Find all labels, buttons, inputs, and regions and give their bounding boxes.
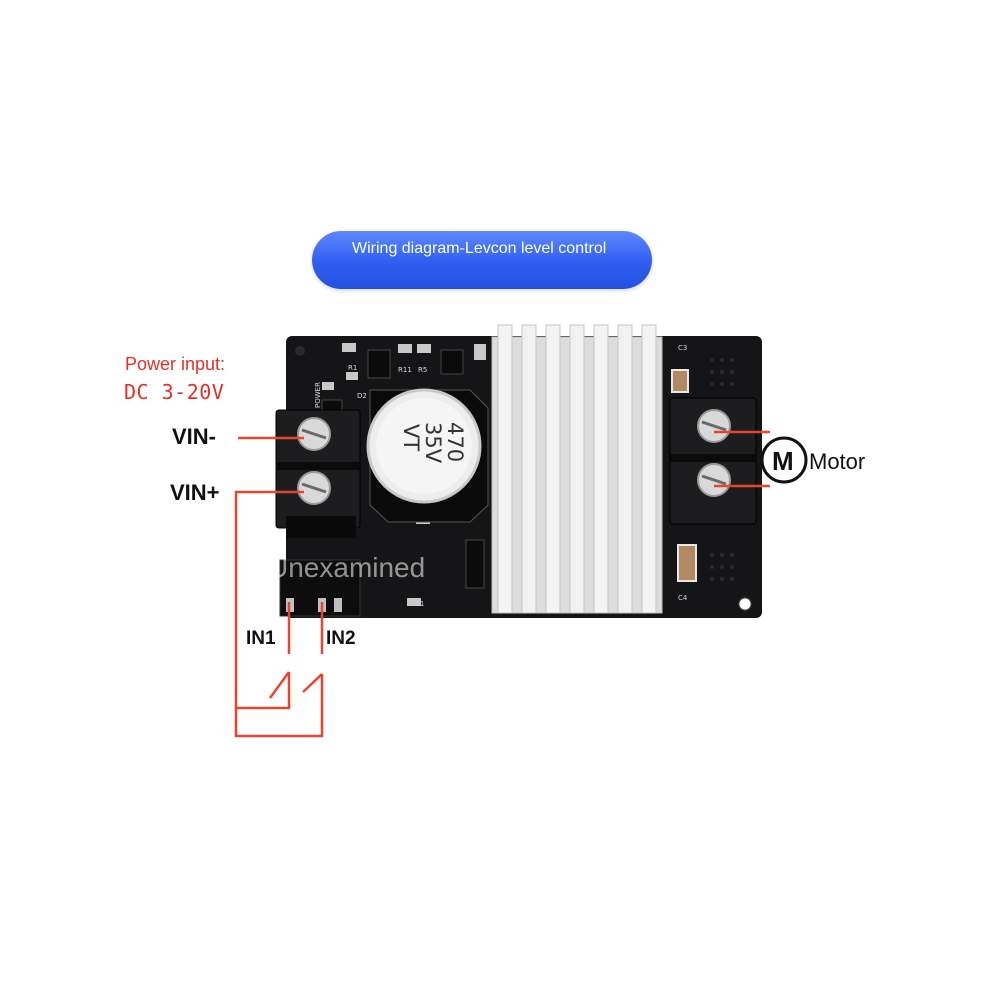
silk-c4: C4 — [678, 594, 688, 602]
capacitor-voltage: 35V — [421, 422, 445, 464]
pcb-texture — [710, 358, 734, 581]
input-header — [279, 559, 361, 617]
terminal-block-power — [275, 409, 361, 538]
vin-minus-label: VIN- — [172, 424, 216, 449]
diagram-title: Wiring diagram-Levcon level control — [352, 240, 607, 257]
wire-vin-plus — [234, 490, 324, 738]
terminal-block-motor — [669, 397, 757, 525]
silk-c3: C3 — [678, 344, 687, 352]
silk-l1: L1 — [416, 600, 424, 608]
silk-d2: D2 — [357, 392, 367, 400]
in2-label: IN2 — [326, 628, 356, 649]
power-input-title: Power input: — [125, 354, 226, 374]
motor-icon — [760, 436, 808, 484]
mount-hole — [738, 597, 752, 611]
capacitor-code: VT — [399, 424, 423, 451]
heatsink — [491, 324, 663, 614]
capacitor-value: 470 — [443, 422, 467, 462]
silk-r5: R5 — [418, 366, 427, 374]
mount-hole — [295, 346, 305, 356]
power-input-range: DC 3-20V — [124, 380, 225, 404]
switch-in1 — [268, 671, 291, 699]
diagram-title-pill: Wiring diagram-Levcon level control — [312, 231, 652, 289]
switch-in2 — [302, 673, 323, 693]
silk-power: POWER — [314, 382, 322, 408]
motor-label: Motor — [809, 449, 866, 474]
in1-label: IN1 — [246, 628, 276, 649]
vin-plus-label: VIN+ — [170, 480, 220, 505]
wiring — [234, 430, 770, 738]
wire-in1-loop — [236, 672, 291, 710]
motor-symbol: M — [772, 446, 794, 476]
watermark: Unexamined — [268, 552, 426, 583]
silk-r1: R1 — [348, 364, 357, 372]
silk-r11: R11 — [398, 366, 412, 374]
